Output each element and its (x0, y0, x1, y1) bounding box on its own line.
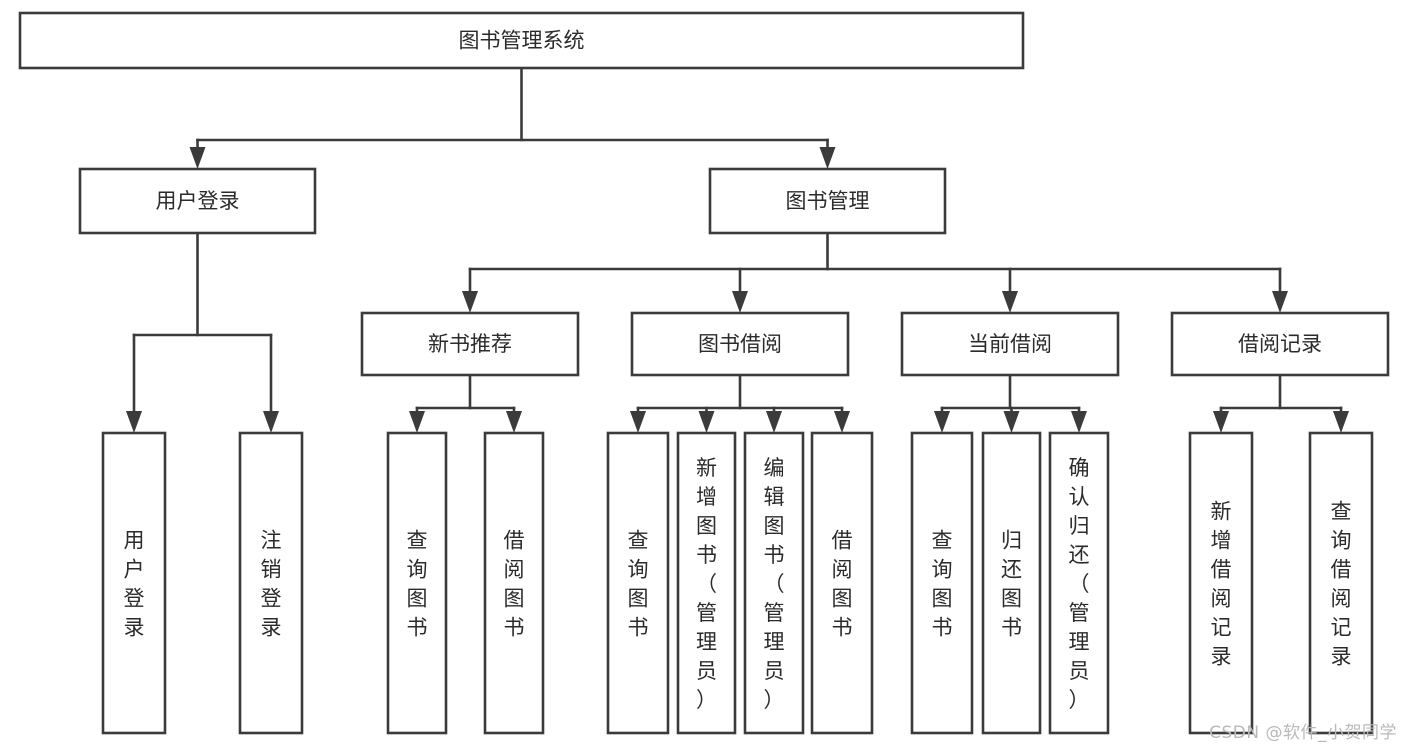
node-current-borrow[interactable]: 当前借阅 (900, 311, 1120, 377)
arrow-head (630, 411, 646, 433)
leaf-node[interactable]: 注销登录 (238, 431, 304, 735)
leaf-node[interactable]: 确认归还（管理员） (1048, 431, 1110, 735)
arrow-head (766, 411, 782, 433)
csdn-watermark: CSDN @软件_小贺同学 (1209, 723, 1397, 743)
leaf-rect[interactable] (743, 431, 805, 735)
arrow-head (732, 291, 748, 313)
leaf-label: 借阅图书 (504, 529, 525, 640)
arrow-head (698, 411, 715, 433)
leaf-node[interactable]: 查询图书 (386, 431, 448, 735)
leaf-rect[interactable] (910, 431, 974, 735)
node-user-login[interactable]: 用户登录 (78, 167, 317, 235)
arrow-head (409, 411, 425, 433)
leaf-rect[interactable] (981, 431, 1042, 735)
arrow-head (934, 411, 950, 433)
arrow-head (1002, 291, 1018, 313)
node-rect[interactable] (78, 167, 317, 235)
leaf-label: 查询图书 (628, 529, 649, 640)
node-label: 新书推荐 (428, 332, 512, 356)
leaf-node[interactable]: 编辑图书（管理员） (743, 431, 805, 735)
leaf-rect[interactable] (810, 431, 874, 735)
node-label: 用户登录 (156, 189, 240, 213)
node-rect[interactable] (360, 311, 580, 377)
node-rect[interactable] (708, 167, 947, 235)
leaf-label: 查询借阅记录 (1331, 500, 1352, 669)
leaf-label: 新增图书（管理员） (696, 456, 717, 712)
leaf-rect[interactable] (606, 431, 670, 735)
leaf-node[interactable]: 查询图书 (606, 431, 670, 735)
arrow-head (506, 411, 522, 433)
leaf-node[interactable]: 查询图书 (910, 431, 974, 735)
arrow-head (1213, 411, 1229, 433)
leaf-node[interactable]: 借阅图书 (483, 431, 545, 735)
node-label: 图书管理 (786, 189, 870, 213)
arrow-head (126, 411, 142, 433)
arrow-head (1333, 411, 1349, 433)
node-label: 借阅记录 (1238, 332, 1322, 356)
node-new-book-rec[interactable]: 新书推荐 (360, 311, 580, 377)
leaf-node[interactable]: 归还图书 (981, 431, 1042, 735)
arrow-head (834, 411, 850, 433)
leaf-node[interactable]: 借阅图书 (810, 431, 874, 735)
node-boxes: 图书管理系统用户登录图书管理新书推荐图书借阅当前借阅借阅记录用户登录注销登录查询… (18, 11, 1390, 735)
node-rect[interactable] (900, 311, 1120, 377)
leaf-label: 注销登录 (261, 529, 282, 640)
arrow-head (263, 411, 279, 433)
leaf-label: 归还图书 (1001, 529, 1022, 640)
node-book-manage[interactable]: 图书管理 (708, 167, 947, 235)
leaf-label: 新增借阅记录 (1211, 500, 1232, 669)
arrow-head (462, 291, 478, 313)
leaf-rect[interactable] (1308, 431, 1374, 735)
node-rect[interactable] (630, 311, 850, 377)
node-book-borrow[interactable]: 图书借阅 (630, 311, 850, 377)
arrow-head (189, 147, 206, 169)
leaf-node[interactable]: 用户登录 (101, 431, 167, 735)
leaf-rect[interactable] (386, 431, 448, 735)
node-label: 图书借阅 (698, 332, 782, 356)
leaf-label: 查询图书 (407, 529, 428, 640)
node-borrow-record[interactable]: 借阅记录 (1170, 311, 1390, 377)
leaf-rect[interactable] (676, 431, 737, 735)
leaf-rect[interactable] (1048, 431, 1110, 735)
node-rect[interactable] (1170, 311, 1390, 377)
leaf-rect[interactable] (101, 431, 167, 735)
connector-lines (126, 66, 1349, 433)
leaf-node[interactable]: 新增图书（管理员） (676, 431, 737, 735)
leaf-label: 借阅图书 (832, 529, 853, 640)
arrow-head (1272, 291, 1288, 313)
leaf-label: 用户登录 (124, 529, 145, 640)
leaf-rect[interactable] (483, 431, 545, 735)
node-rect[interactable] (18, 11, 1025, 70)
node-label: 当前借阅 (968, 332, 1052, 356)
leaf-label: 确认归还（管理员） (1069, 456, 1090, 712)
leaf-node[interactable]: 新增借阅记录 (1188, 431, 1254, 735)
leaf-rect[interactable] (1188, 431, 1254, 735)
leaf-node[interactable]: 查询借阅记录 (1308, 431, 1374, 735)
leaf-rect[interactable] (238, 431, 304, 735)
arrow-head (1003, 411, 1020, 433)
arrow-head (819, 147, 836, 169)
arrow-head (1071, 411, 1087, 433)
node-root[interactable]: 图书管理系统 (18, 11, 1025, 70)
node-label: 图书管理系统 (459, 29, 585, 53)
leaf-label: 编辑图书（管理员） (764, 456, 785, 712)
leaf-label: 查询图书 (932, 529, 953, 640)
